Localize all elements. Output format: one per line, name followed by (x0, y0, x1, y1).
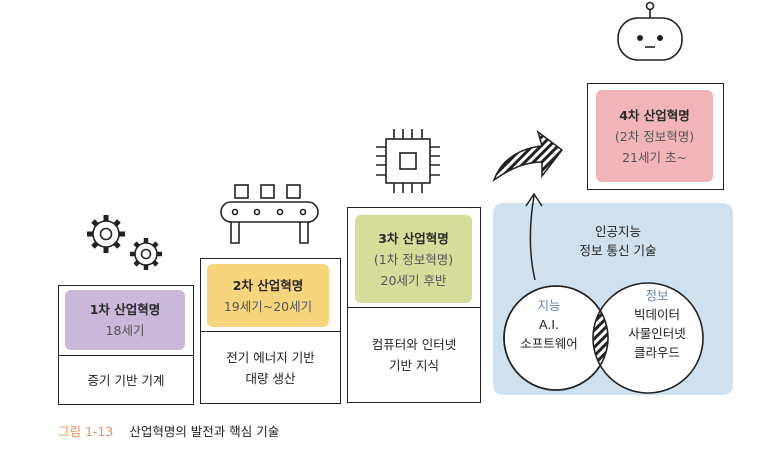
stage-1-header: 1차 산업혁명 18세기 (65, 290, 185, 350)
stage-2-card: 2차 산업혁명 19세기~20세기 전기 에너지 기반 대량 생산 (200, 258, 341, 404)
desc-line: 기반 지식 (389, 358, 439, 373)
striped-arrow-icon (492, 130, 564, 183)
stage-title: 2차 산업혁명 (232, 277, 304, 293)
stage-2-header: 2차 산업혁명 19세기~20세기 (207, 264, 329, 327)
gears-icon (87, 215, 162, 270)
stage-period: 20세기 후반 (380, 272, 447, 288)
stage-1-card: 1차 산업혁명 18세기 증기 기반 기계 (58, 285, 194, 405)
panel-title: 인공지능 정보 통신 기술 (553, 222, 683, 260)
venn-item: 사물인터넷 (628, 326, 686, 341)
stage-title: 1차 산업혁명 (89, 302, 161, 317)
venn-label: 정보 (645, 288, 669, 303)
stage-4-card: 4차 산업혁명 (2차 정보혁명) 21세기 초~ (587, 83, 724, 190)
up-arrow-icon (525, 192, 543, 281)
stage-title: 3차 산업혁명 (378, 230, 449, 246)
stage-subtitle: (1차 정보혁명) (373, 251, 454, 267)
stage-period: 21세기 초~ (622, 149, 687, 165)
stage-3-header: 3차 산업혁명 (1차 정보혁명) 20세기 후반 (355, 215, 472, 303)
desc-line: 전기 에너지 기반 (226, 349, 315, 365)
desc-line: 대량 생산 (245, 370, 296, 386)
venn-right-information: 정보 빅데이터 사물인터넷 클라우드 (612, 286, 702, 362)
venn-diagram (492, 130, 704, 394)
venn-item: A.I. (539, 317, 559, 332)
stage-2-description: 전기 에너지 기반 대량 생산 (201, 331, 340, 403)
panel-title-line: 정보 통신 기술 (579, 243, 657, 258)
conveyor-belt-icon (220, 184, 319, 244)
stage-title: 4차 산업혁명 (619, 107, 690, 123)
stage-4-header: 4차 산업혁명 (2차 정보혁명) 21세기 초~ (596, 90, 713, 182)
venn-item: 소프트웨어 (520, 336, 578, 351)
figure-caption: 그림 1-13 산업혁명의 발전과 핵심 기술 (58, 421, 279, 440)
desc-line: 컴퓨터와 인터넷 (371, 337, 457, 352)
stage-subtitle: (2차 정보혁명) (614, 128, 695, 144)
stage-1-description: 증기 기반 기계 (59, 355, 193, 404)
panel-title-line: 인공지능 (594, 224, 641, 239)
figure-title: 산업혁명의 발전과 핵심 기술 (129, 424, 280, 439)
stage-3-card: 3차 산업혁명 (1차 정보혁명) 20세기 후반 컴퓨터와 인터넷 기반 지식 (347, 207, 481, 403)
figure-number: 그림 1-13 (58, 424, 114, 439)
venn-item: 빅데이터 (633, 307, 680, 322)
desc-line: 증기 기반 기계 (87, 372, 165, 388)
venn-item: 클라우드 (633, 345, 680, 360)
stage-period: 18세기 (105, 323, 145, 338)
venn-label: 지능 (537, 298, 561, 313)
robot-icon (617, 1, 683, 61)
venn-left-intelligence: 지능 A.I. 소프트웨어 (507, 296, 591, 353)
microchip-icon (376, 129, 440, 193)
stage-period: 19세기~20세기 (223, 298, 313, 314)
stage-3-description: 컴퓨터와 인터넷 기반 지식 (348, 307, 480, 402)
